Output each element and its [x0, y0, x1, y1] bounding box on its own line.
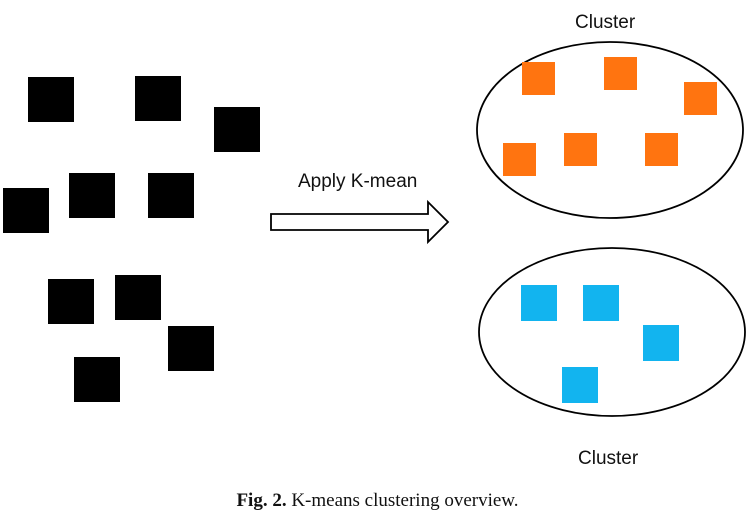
data-point: [214, 107, 260, 152]
figure-label: Fig. 2.: [236, 490, 287, 511]
cluster-point: [684, 82, 717, 115]
data-point: [135, 76, 181, 121]
kmeans-diagram: Apply K-mean Cluster Cluster: [3, 12, 746, 469]
arrow-label: Apply K-mean: [298, 171, 417, 192]
cluster-point: [583, 285, 619, 321]
cluster-point: [521, 285, 557, 321]
data-point: [148, 173, 194, 218]
cluster-point: [522, 62, 555, 95]
data-point: [69, 173, 115, 218]
data-point: [168, 326, 214, 371]
cluster-bottom: Cluster: [478, 247, 746, 469]
top-cluster-boundary: [476, 41, 744, 219]
bottom-cluster-boundary: [478, 247, 746, 417]
figure-caption: Fig. 2. K-means clustering overview.: [0, 490, 755, 512]
cluster-point: [604, 57, 637, 90]
cluster-point: [503, 143, 536, 176]
data-point: [115, 275, 161, 320]
data-point: [3, 188, 49, 233]
hollow-arrow-icon: [270, 199, 450, 245]
cluster-point: [643, 325, 679, 361]
apply-arrow: Apply K-mean: [270, 171, 450, 245]
top-cluster-label: Cluster: [575, 12, 636, 33]
data-point: [74, 357, 120, 402]
unclustered-points: [3, 76, 260, 402]
cluster-top: Cluster: [476, 12, 744, 219]
cluster-point: [564, 133, 597, 166]
bottom-cluster-label: Cluster: [578, 448, 639, 469]
cluster-point: [562, 367, 598, 403]
cluster-point: [645, 133, 678, 166]
caption-text: K-means clustering overview.: [291, 490, 519, 511]
data-point: [28, 77, 74, 122]
data-point: [48, 279, 94, 324]
